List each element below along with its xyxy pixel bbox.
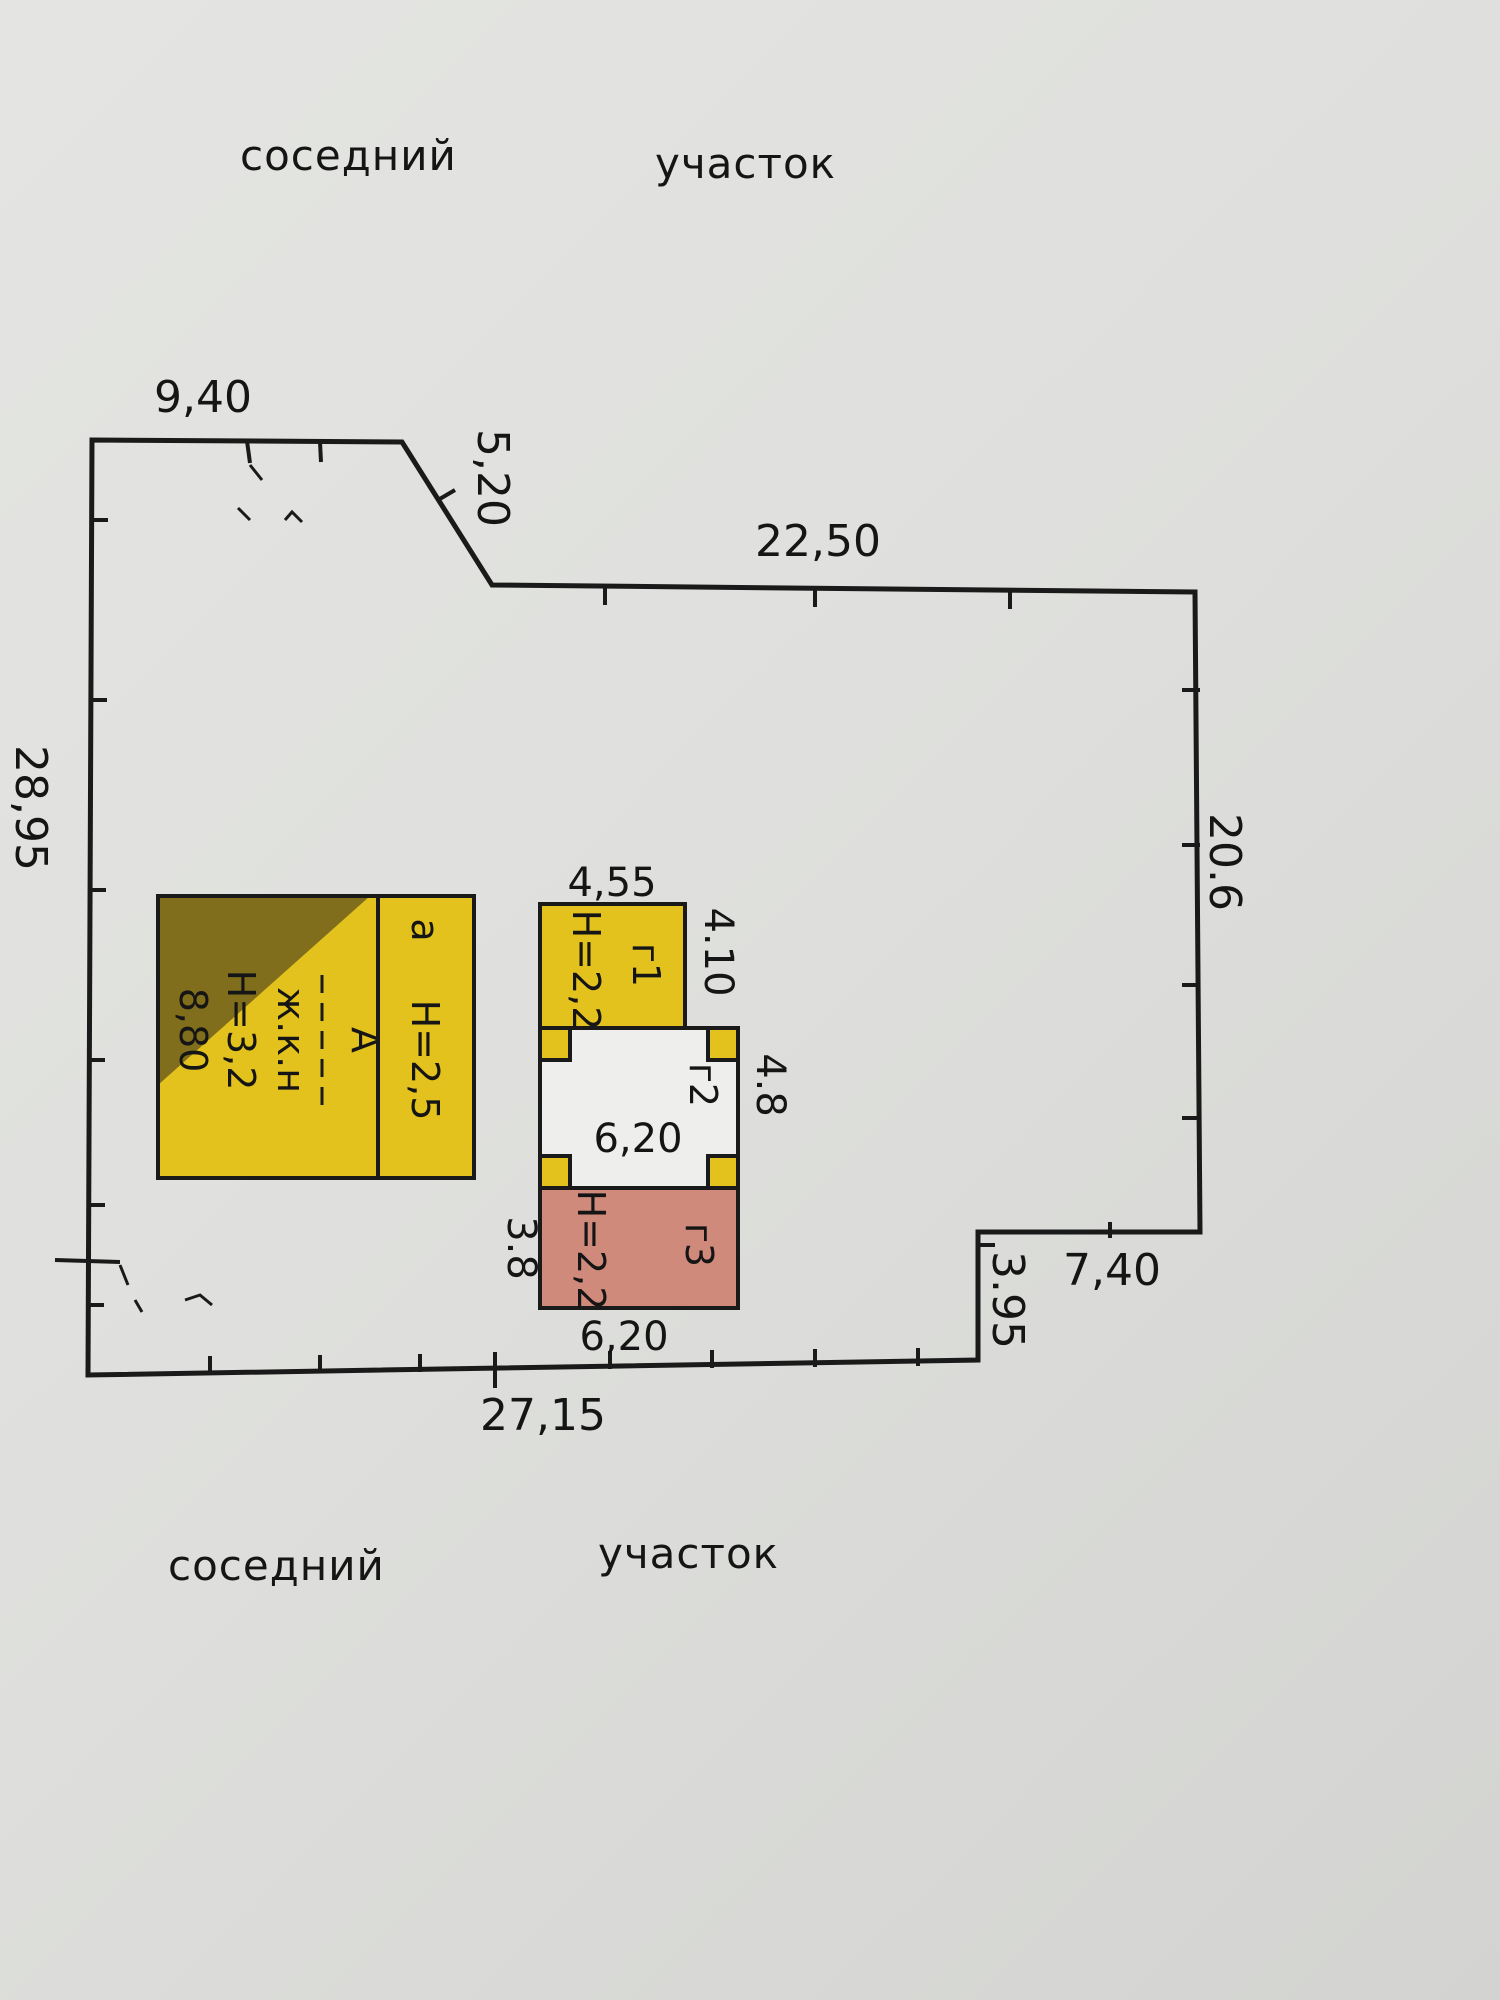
heading-neighbor-bottom: соседний (168, 1541, 385, 1590)
shed-g1: г1 Н=2,2 4,55 4.10 (538, 860, 741, 1031)
dim-left: 28,95 (5, 745, 56, 871)
g2-width: 6,20 (593, 1116, 682, 1162)
g3-height: Н=2,2 (569, 1190, 613, 1311)
dim-top-right: 22,50 (755, 516, 881, 567)
house-a-type: ж.к.н (269, 987, 313, 1093)
annex-a: а Н=2,5 (376, 894, 476, 1180)
house-a: А ж.к.н Н=3,2 8,80 (156, 894, 387, 1180)
g1-width: 4,55 (567, 860, 656, 906)
heading-neighbor-top: соседний (240, 131, 457, 180)
heading-plot-bottom: участок (598, 1529, 779, 1578)
dim-top-left: 9,40 (154, 372, 252, 423)
g3-depth: 3.8 (498, 1216, 544, 1280)
dim-diagonal: 5,20 (467, 429, 518, 527)
annex-a-letter: а (403, 918, 447, 941)
g2-label: г2 (681, 1063, 725, 1107)
dim-right: 20.6 (1199, 813, 1250, 911)
house-a-height: Н=3,2 (219, 970, 263, 1091)
canopy-g2: г2 6,20 4.8 (538, 1026, 793, 1190)
g1-depth: 4.10 (695, 907, 741, 996)
shed-g3: г3 Н=2,2 6,20 3.8 (498, 1186, 740, 1360)
annex-a-height: Н=2,5 (403, 1000, 447, 1121)
heading-plot-top: участок (655, 139, 836, 188)
g3-width: 6,20 (579, 1314, 668, 1360)
boundary-ticks (54, 440, 1200, 1388)
g1-label: г1 (624, 943, 668, 987)
dim-bottom: 27,15 (480, 1390, 606, 1441)
house-a-shade (158, 896, 370, 1085)
plot-boundary (85, 437, 1203, 1378)
house-a-length: 8,80 (171, 988, 215, 1073)
fence-marks (118, 464, 304, 1313)
g3-label: г3 (677, 1223, 721, 1267)
g1-height: Н=2,2 (564, 910, 608, 1031)
dim-step-vertical: 3.95 (982, 1251, 1033, 1349)
dim-step-horizontal: 7,40 (1063, 1245, 1161, 1296)
g2-depth: 4.8 (747, 1053, 793, 1117)
